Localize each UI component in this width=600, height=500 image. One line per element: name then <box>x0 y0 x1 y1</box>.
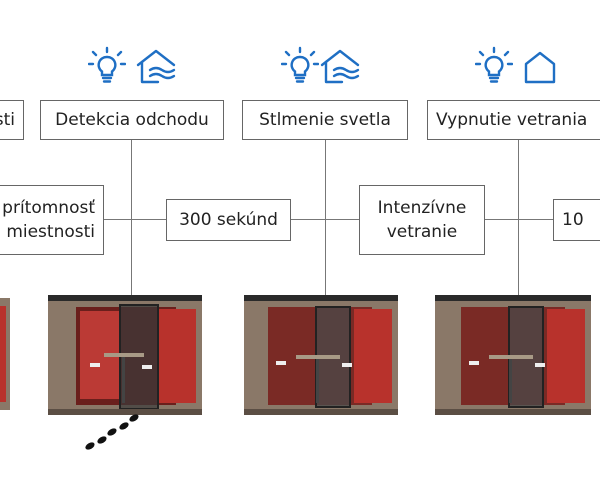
footsteps-icon <box>85 414 139 450</box>
middle-label-box-2: Intenzívne vetranie <box>359 185 485 255</box>
top-label-text: Vypnutie vetrania <box>436 110 588 130</box>
top-label-text: Detekcia odchodu <box>55 110 209 130</box>
light-bulb-icon <box>88 46 126 83</box>
top-label-box-2: Stlmenie svetla <box>242 100 408 140</box>
top-label-text: Stlmenie svetla <box>259 110 391 130</box>
timeline-horizontal <box>104 219 558 220</box>
top-label-box-0: sti <box>0 100 24 140</box>
middle-label-text: 10 <box>562 210 584 230</box>
office-pod-partial <box>0 298 10 410</box>
middle-label-box-3: 10 <box>553 199 600 241</box>
office-pod-2 <box>244 295 398 415</box>
middle-label-text: 300 sekúnd <box>179 210 278 230</box>
home-wind-icon <box>320 49 360 84</box>
middle-label-box-0: prítomnosť miestnosti <box>0 185 104 255</box>
home-icon <box>524 51 556 84</box>
top-label-box-3: Vypnutie vetrania <box>427 100 600 140</box>
light-bulb-icon <box>281 46 319 83</box>
middle-label-text: Intenzívne vetranie <box>377 198 467 242</box>
light-bulb-icon <box>475 46 513 83</box>
top-label-text: sti <box>0 110 15 130</box>
home-wind-icon <box>136 49 176 84</box>
connector-top-1 <box>131 139 132 297</box>
office-pod-1 <box>48 295 202 415</box>
middle-label-text: prítomnosť miestnosti <box>2 198 95 242</box>
office-pod-3 <box>435 295 591 415</box>
top-label-box-1: Detekcia odchodu <box>40 100 224 140</box>
connector-top-2 <box>325 139 326 297</box>
middle-label-box-1: 300 sekúnd <box>166 199 291 241</box>
connector-top-3 <box>518 139 519 297</box>
